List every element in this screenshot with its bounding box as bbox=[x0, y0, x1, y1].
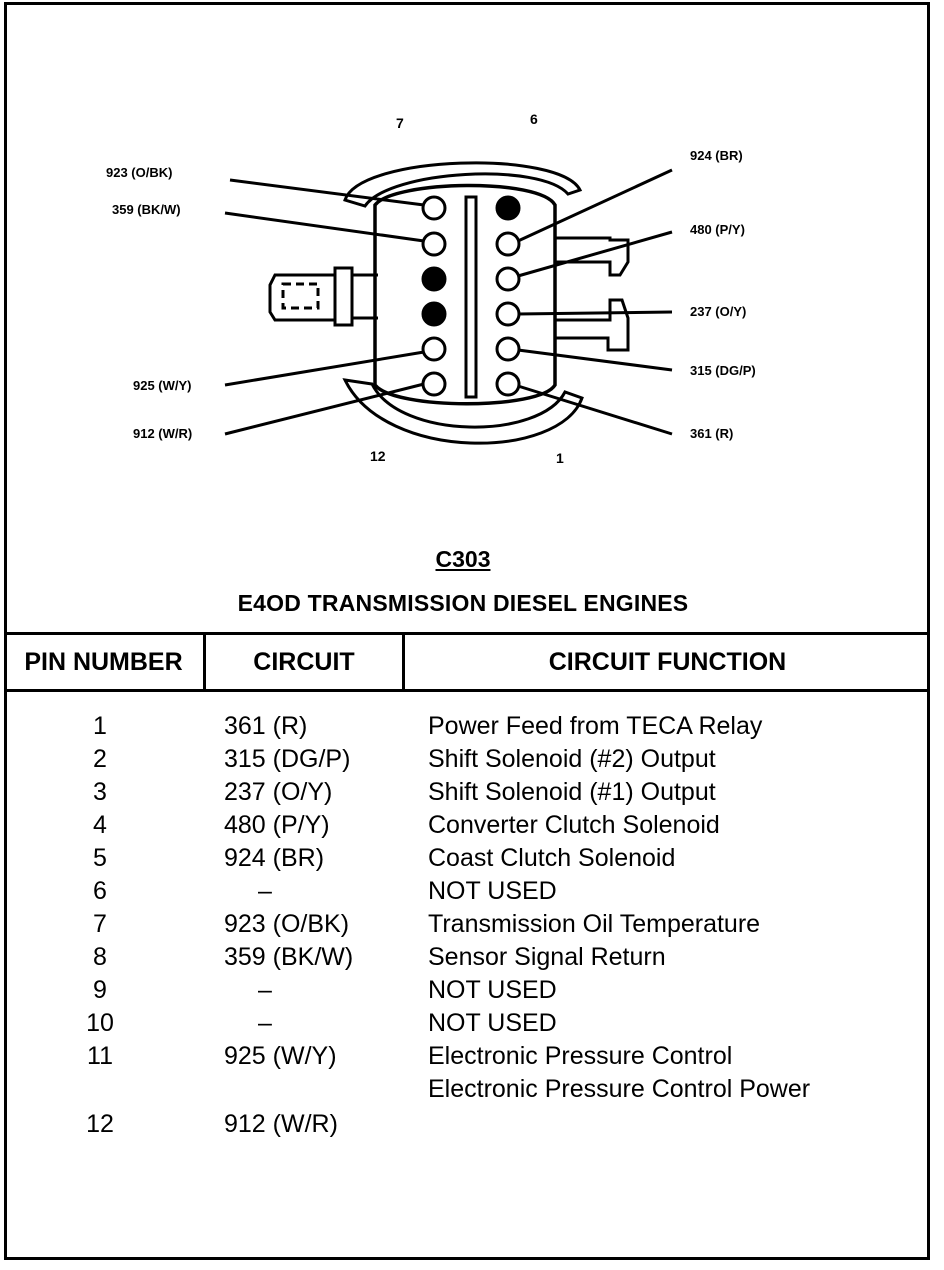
wire-label-480: 480 (P/Y) bbox=[690, 222, 745, 237]
header-pin-number: PIN NUMBER bbox=[24, 648, 183, 676]
circuit-function: Shift Solenoid (#1) Output bbox=[428, 778, 716, 806]
header-circuit: CIRCUIT bbox=[253, 648, 355, 676]
pin-number: 7 bbox=[93, 910, 107, 938]
position-label-6: 6 bbox=[530, 111, 538, 127]
circuit: 480 (P/Y) bbox=[224, 811, 330, 839]
circuit-function: Converter Clutch Solenoid bbox=[428, 811, 720, 839]
diagram-title: E4OD TRANSMISSION DIESEL ENGINES bbox=[237, 590, 689, 616]
table-rule-header bbox=[4, 689, 930, 692]
circuit-function: Shift Solenoid (#2) Output bbox=[428, 745, 716, 773]
circuit-function: NOT USED bbox=[428, 1009, 557, 1037]
pin-5 bbox=[495, 231, 521, 257]
pin-number: 4 bbox=[93, 811, 107, 839]
pin-12 bbox=[421, 371, 447, 397]
pin-number: 9 bbox=[93, 976, 107, 1004]
pin-10 bbox=[421, 301, 447, 327]
wire-label-924: 924 (BR) bbox=[690, 148, 743, 163]
circuit: 361 (R) bbox=[224, 712, 308, 740]
pin-6 bbox=[495, 195, 521, 221]
header-circuit-function: CIRCUIT FUNCTION bbox=[548, 648, 787, 676]
pin-number: 5 bbox=[93, 844, 107, 872]
wire-label-925: 925 (W/Y) bbox=[133, 378, 192, 393]
pin-cavities bbox=[421, 195, 521, 397]
pin-number: 6 bbox=[93, 877, 107, 905]
position-label-12: 12 bbox=[370, 448, 386, 464]
circuit-function: Electronic Pressure Control bbox=[428, 1042, 733, 1070]
circuit-function: Transmission Oil Temperature bbox=[428, 910, 761, 938]
pin-number: 1 bbox=[93, 712, 107, 740]
circuit: 924 (BR) bbox=[224, 844, 325, 872]
pin-number: 8 bbox=[93, 943, 107, 971]
connector-id: C303 bbox=[435, 546, 491, 572]
wire-label-923: 923 (O/BK) bbox=[106, 165, 172, 180]
pin-number: 12 bbox=[86, 1110, 114, 1138]
diagram-frame bbox=[4, 2, 930, 1260]
wire-label-359: 359 (BK/W) bbox=[112, 202, 181, 217]
pin-7 bbox=[421, 195, 447, 221]
circuit-function: NOT USED bbox=[428, 976, 557, 1004]
position-label-7: 7 bbox=[396, 115, 404, 131]
wire-label-361: 361 (R) bbox=[690, 426, 733, 441]
circuit: 923 (O/BK) bbox=[224, 910, 350, 938]
circuit: 359 (BK/W) bbox=[224, 943, 354, 971]
pin-4 bbox=[495, 266, 521, 292]
column-divider-1 bbox=[203, 632, 206, 692]
pin-number: 3 bbox=[93, 778, 107, 806]
wire-label-237: 237 (O/Y) bbox=[690, 304, 746, 319]
column-divider-2 bbox=[402, 632, 405, 692]
circuit-function: Electronic Pressure Control Power bbox=[428, 1075, 811, 1103]
circuit-function: Sensor Signal Return bbox=[428, 943, 666, 971]
circuit: 912 (W/R) bbox=[224, 1110, 338, 1138]
circuit: 315 (DG/P) bbox=[224, 745, 351, 773]
circuit-function: Power Feed from TECA Relay bbox=[428, 712, 763, 740]
circuit: – bbox=[258, 976, 272, 1004]
position-label-1: 1 bbox=[556, 450, 564, 466]
wire-label-912: 912 (W/R) bbox=[133, 426, 192, 441]
table-rule-top bbox=[4, 632, 930, 635]
pin-9 bbox=[421, 266, 447, 292]
pin-8 bbox=[421, 231, 447, 257]
circuit: 925 (W/Y) bbox=[224, 1042, 337, 1070]
circuit: – bbox=[258, 1009, 272, 1037]
connector-diagram: 923 (O/BK) 359 (BK/W) 925 (W/Y) 912 (W/R… bbox=[106, 111, 756, 466]
pin-number: 10 bbox=[86, 1009, 114, 1037]
leader-lines bbox=[224, 168, 673, 436]
pin-1 bbox=[495, 371, 521, 397]
connector-body bbox=[268, 161, 630, 445]
circuit: – bbox=[258, 877, 272, 905]
pin-2 bbox=[495, 336, 521, 362]
pin-11 bbox=[421, 336, 447, 362]
circuit-function: NOT USED bbox=[428, 877, 557, 905]
pin-number: 11 bbox=[87, 1042, 113, 1070]
wire-label-315: 315 (DG/P) bbox=[690, 363, 756, 378]
circuit: 237 (O/Y) bbox=[224, 778, 333, 806]
circuit-function: Coast Clutch Solenoid bbox=[428, 844, 676, 872]
pin-3 bbox=[495, 301, 521, 327]
pin-number: 2 bbox=[93, 745, 107, 773]
